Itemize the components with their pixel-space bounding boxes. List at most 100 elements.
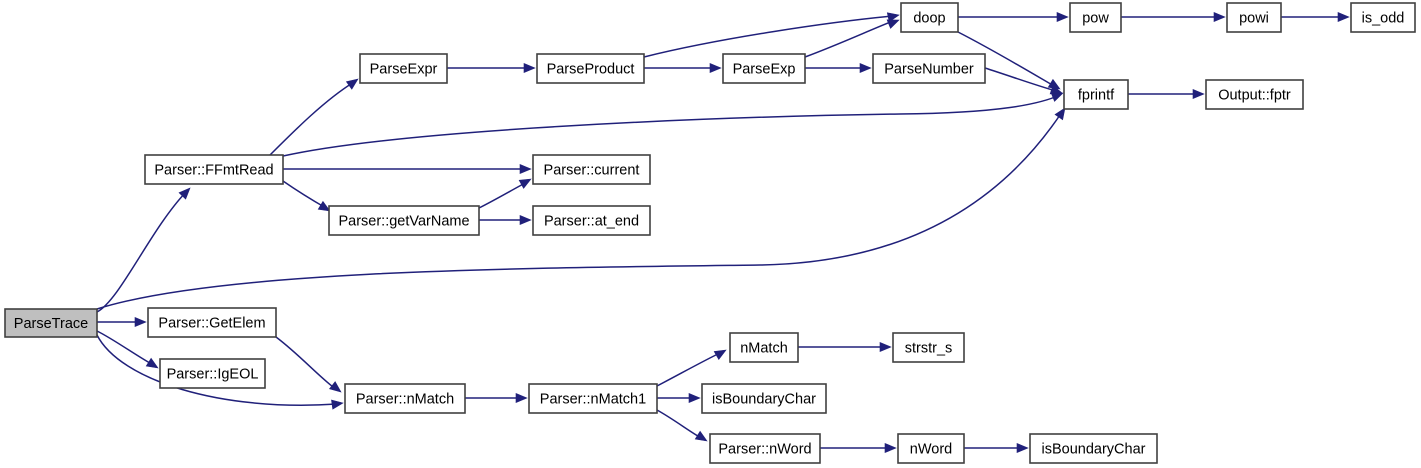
node-nword_f[interactable]: nWord [897,433,965,464]
arrowhead-ffmtread->getvarname [317,200,331,212]
node-box-parsenumber[interactable] [872,53,986,84]
node-label-strstr_s: strstr_s [905,340,953,356]
node-label-getvarname: Parser::getVarName [338,213,469,229]
arrowhead-triangle [145,357,159,369]
arrowhead-triangle [345,78,359,90]
node-box-nword_p[interactable] [709,433,821,464]
node-at_end[interactable]: Parser::at_end [532,205,651,236]
node-label-parseexpr: ParseExpr [370,61,438,77]
node-nmatch_m[interactable]: Parser::nMatch [344,383,466,414]
edge-parseproduct-to-doop [643,15,894,58]
node-label-parseproduct: ParseProduct [547,61,635,77]
node-label-parsenumber: ParseNumber [884,61,974,77]
arrowhead-nmatch1->isboundary_m [688,392,701,404]
node-box-igeol[interactable] [159,358,266,389]
arrowhead-nmatch_m->nmatch1 [515,392,528,404]
node-isboundary_b[interactable]: isBoundaryChar [1029,433,1158,464]
node-label-doop: doop [913,10,945,26]
node-parseexpr[interactable]: ParseExpr [359,53,448,84]
node-box-parseexpr[interactable] [359,53,448,84]
node-parseproduct[interactable]: ParseProduct [536,53,645,84]
arrowhead-triangle [518,178,532,189]
node-box-nmatch_f[interactable] [729,332,799,363]
edge-parsetrace-to-ffmtread [96,191,187,313]
node-fprintf[interactable]: fprintf [1063,79,1129,110]
node-is_odd[interactable]: is_odd [1350,2,1416,33]
node-box-outputfptr[interactable] [1205,79,1304,110]
node-box-at_end[interactable] [532,205,651,236]
node-box-strstr_s[interactable] [892,332,965,363]
node-box-parsetrace[interactable] [4,308,98,338]
node-getelem[interactable]: Parser::GetElem [147,307,277,338]
node-label-parseexp: ParseExp [733,61,796,77]
node-box-isboundary_b[interactable] [1029,433,1158,464]
node-box-current[interactable] [532,154,651,185]
node-box-getvarname[interactable] [328,205,480,236]
node-current[interactable]: Parser::current [532,154,651,185]
node-box-pow[interactable] [1069,2,1122,33]
node-nword_p[interactable]: Parser::nWord [709,433,821,464]
node-parsenumber[interactable]: ParseNumber [872,53,986,84]
edge-parsenumber-to-fprintf [984,67,1057,92]
node-box-nmatch_m[interactable] [344,383,466,414]
arrowhead-triangle [331,399,344,410]
node-isboundary_m[interactable]: isBoundaryChar [701,383,827,414]
node-box-ffmtread[interactable] [144,154,284,185]
node-igeol[interactable]: Parser::IgEOL [159,358,266,389]
node-label-outputfptr: Output::fptr [1218,87,1291,103]
node-box-nmatch1[interactable] [528,383,658,414]
arrowhead-parsetrace->getelem [134,316,147,328]
arrowhead-nword_f->isboundary_b [1016,442,1029,454]
node-box-getelem[interactable] [147,307,277,338]
node-label-at_end: Parser::at_end [544,213,639,229]
arrowhead-triangle [515,392,528,404]
arrowhead-parsetrace->ffmtread [178,187,191,200]
arrowhead-nword_p->nword_f [884,442,897,454]
node-label-nmatch_f: nMatch [740,340,788,356]
node-nmatch1[interactable]: Parser::nMatch1 [528,383,658,414]
node-powi[interactable]: powi [1226,2,1282,33]
node-box-fprintf[interactable] [1063,79,1129,110]
node-pow[interactable]: pow [1069,2,1122,33]
node-box-doop[interactable] [900,2,959,33]
node-box-powi[interactable] [1226,2,1282,33]
node-label-nmatch1: Parser::nMatch1 [540,391,646,407]
arrowhead-triangle [1337,11,1350,23]
node-strstr_s[interactable]: strstr_s [892,332,965,363]
node-nmatch_f[interactable]: nMatch [729,332,799,363]
arrowhead-triangle [1016,442,1029,454]
node-label-pow: pow [1082,10,1109,26]
arrowhead-parsetrace->igeol [145,357,159,369]
node-getvarname[interactable]: Parser::getVarName [328,205,480,236]
node-label-ffmtread: Parser::FFmtRead [154,162,273,178]
edge-doop-to-fprintf [957,31,1055,87]
arrowhead-triangle [519,214,532,226]
node-box-is_odd[interactable] [1350,2,1416,33]
node-doop[interactable]: doop [900,2,959,33]
node-label-getelem: Parser::GetElem [158,315,265,331]
node-outputfptr[interactable]: Output::fptr [1205,79,1304,110]
node-parseexp[interactable]: ParseExp [722,53,806,84]
node-label-is_odd: is_odd [1362,10,1405,26]
edge-nmatch1-to-nmatch_f [656,351,723,387]
node-box-parseproduct[interactable] [536,53,645,84]
node-parsetrace[interactable]: ParseTrace [4,308,98,338]
node-box-isboundary_m[interactable] [701,383,827,414]
node-box-parseexp[interactable] [722,53,806,84]
node-label-nword_f: nWord [910,441,952,457]
arrowhead-ffmtread->parseexpr [345,78,359,90]
arrowhead-doop->pow [1056,11,1069,23]
arrowhead-nmatch_f->strstr_s [879,341,892,353]
edge-parsetrace-to-nmatch_m [96,334,338,406]
arrowhead-triangle [1056,11,1069,23]
arrowhead-triangle [886,19,900,29]
arrowhead-triangle [859,62,872,74]
arrowhead-triangle [178,187,191,200]
arrowhead-fprintf->outputfptr [1192,88,1205,100]
arrowhead-parsetrace->fprintf [1054,107,1066,121]
node-box-nword_f[interactable] [897,433,965,464]
edge-parseexp-to-doop [804,20,894,58]
node-ffmtread[interactable]: Parser::FFmtRead [144,154,284,185]
